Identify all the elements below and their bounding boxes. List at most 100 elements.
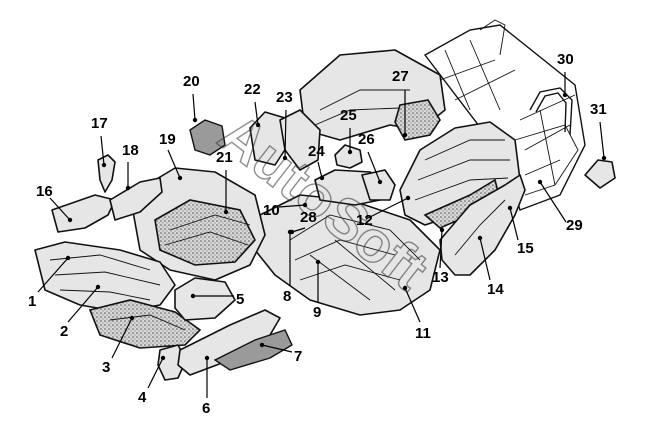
leader-dot-2 <box>95 284 101 290</box>
seat-back-cushion <box>299 49 446 141</box>
callout-17: 17 <box>91 115 108 132</box>
callout-1: 1 <box>28 293 36 310</box>
callout-5: 5 <box>236 291 244 308</box>
leader-dot-29 <box>537 179 543 185</box>
callout-14: 14 <box>487 281 504 298</box>
leader-dot-23 <box>282 155 288 161</box>
callout-24: 24 <box>308 143 325 160</box>
leader-dot-10 <box>302 202 308 208</box>
leader-line-16 <box>49 197 71 221</box>
callout-10: 10 <box>263 202 280 219</box>
trim-18 <box>109 177 163 221</box>
seat-pad-3 <box>88 299 202 349</box>
leader-line-26 <box>367 151 381 183</box>
leader-lines <box>37 72 607 398</box>
leader-line-19 <box>167 149 181 179</box>
leader-dot-27 <box>402 132 408 138</box>
leader-dot-3 <box>129 315 135 321</box>
leader-line-24 <box>317 161 323 179</box>
callout-7: 7 <box>294 348 302 365</box>
callout-4: 4 <box>138 389 147 406</box>
leader-dot-24 <box>319 175 325 181</box>
trim-16 <box>51 194 116 233</box>
leader-dot-15 <box>507 205 513 211</box>
callout-26: 26 <box>358 131 375 148</box>
leader-dot-12 <box>405 195 411 201</box>
leader-line-14 <box>479 237 491 281</box>
callout-28: 28 <box>300 209 317 226</box>
leader-dot-22 <box>255 122 261 128</box>
knob-17 <box>97 154 116 193</box>
leader-dot-20 <box>192 117 198 123</box>
leader-dot-11 <box>402 285 408 291</box>
leader-dot-9 <box>315 259 321 265</box>
leader-dot-18 <box>125 185 131 191</box>
callout-15: 15 <box>517 240 534 257</box>
leader-line-7 <box>261 344 293 353</box>
callout-6: 6 <box>202 400 210 417</box>
leader-line-1 <box>37 257 69 293</box>
leader-line-4 <box>147 357 164 389</box>
callout-9: 9 <box>313 304 321 321</box>
bracket-5 <box>174 277 236 321</box>
callout-12: 12 <box>356 212 373 229</box>
callout-8: 8 <box>283 288 291 305</box>
leader-dot-14 <box>477 235 483 241</box>
seat-cushion-2 <box>34 241 176 313</box>
frame-side-29 <box>514 124 579 196</box>
leader-line-17 <box>100 135 105 166</box>
callout-19: 19 <box>159 131 176 148</box>
small-components-24-26 <box>314 144 396 206</box>
callout-13: 13 <box>432 269 449 286</box>
callout-3: 3 <box>102 359 110 376</box>
callout-25: 25 <box>340 107 357 124</box>
leader-dot-21 <box>223 209 229 215</box>
leader-dot-16 <box>67 217 73 223</box>
leader-line-11 <box>404 287 421 323</box>
leader-line-22 <box>254 101 259 126</box>
leader-dot-31 <box>601 155 607 161</box>
leader-dot-25 <box>347 149 353 155</box>
leader-line-2 <box>67 286 99 323</box>
callout-27: 27 <box>392 68 409 85</box>
callout-18: 18 <box>122 142 139 159</box>
leader-line-3 <box>111 317 133 359</box>
leader-dot-1 <box>65 255 71 261</box>
callout-11: 11 <box>415 325 431 342</box>
callout-20: 20 <box>183 73 200 90</box>
leader-line-20 <box>192 93 196 121</box>
callout-16: 16 <box>36 183 53 200</box>
leader-dot-30 <box>562 92 568 98</box>
leader-line-13 <box>439 229 443 269</box>
leader-line-12 <box>365 197 409 220</box>
callout-21: 21 <box>216 149 233 166</box>
seat-cushion-frame <box>254 194 441 316</box>
callout-23: 23 <box>276 89 293 106</box>
leader-dot-19 <box>177 175 183 181</box>
leader-dot-28 <box>289 229 295 235</box>
leader-line-23 <box>284 109 287 159</box>
leader-line-28 <box>291 227 306 233</box>
leader-line-29 <box>539 181 567 223</box>
leader-dot-6 <box>204 355 210 361</box>
knob-31 <box>584 159 616 189</box>
callout-labels: 1 2 3 4 5 6 7 8 9 10 11 12 13 14 15 16 1… <box>28 51 607 417</box>
leader-dot-17 <box>101 162 107 168</box>
callout-22: 22 <box>244 81 261 98</box>
leader-dot-7 <box>259 342 265 348</box>
callout-2: 2 <box>60 323 68 340</box>
callout-30: 30 <box>557 51 574 68</box>
leader-dot-4 <box>160 355 166 361</box>
leader-line-10 <box>278 204 306 208</box>
seat-cushion-19 <box>129 167 266 281</box>
side-trim-14 <box>439 174 526 276</box>
back-panel-27 <box>394 99 441 141</box>
leader-dot-26 <box>377 179 383 185</box>
leader-dot-13 <box>439 227 445 233</box>
callout-31: 31 <box>590 101 607 118</box>
leader-dot-5 <box>190 293 196 299</box>
leader-line-31 <box>599 121 605 159</box>
side-trims-6-7 <box>177 309 293 376</box>
callout-29: 29 <box>566 217 583 234</box>
